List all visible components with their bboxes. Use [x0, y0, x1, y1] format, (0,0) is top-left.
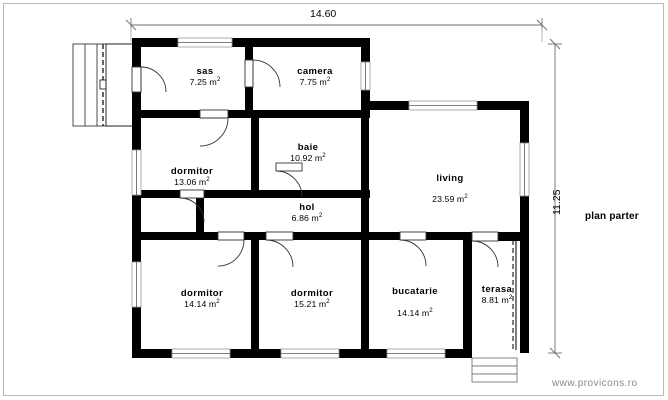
- wall-terasa-left: [463, 232, 472, 358]
- room-name: baie: [297, 142, 319, 153]
- wall-terasa-corner: [520, 344, 529, 353]
- wall-int-v-dorm3-buc: [361, 240, 369, 358]
- watermark-credit: www.provicons.ro: [552, 378, 638, 389]
- room-area: 6.86 m2: [291, 211, 323, 223]
- room-area: 14.14 m2: [397, 306, 433, 318]
- door-dormitor1-hol: [179, 189, 205, 199]
- wall-int-v-dormitor-baie: [251, 110, 259, 198]
- dimension-width-label: 14.60: [310, 8, 337, 20]
- room-name: hol: [299, 202, 315, 213]
- terrace-steps: [471, 357, 518, 383]
- room-area: 8.81 m2: [481, 293, 513, 305]
- wall-int-v-hol-left: [196, 190, 204, 240]
- room-area: 7.25 m2: [189, 75, 221, 87]
- door-sas-down: [199, 109, 229, 119]
- windows: [131, 37, 530, 359]
- porch-deck: [105, 43, 134, 127]
- door-living-terasa: [471, 231, 499, 242]
- room-name: dormitor: [290, 288, 334, 299]
- wall-right-exterior: [520, 101, 529, 353]
- dimension-height-label: 11.25: [551, 189, 563, 216]
- room-name: bucatarie: [392, 286, 438, 297]
- door-hol-dormitor3: [265, 231, 294, 241]
- door-baie: [275, 162, 303, 172]
- room-area: 10.92 m2: [290, 151, 326, 163]
- door-hol-dormitor2: [217, 231, 245, 241]
- wall-int-h-hol-top-b: [196, 190, 370, 198]
- room-name: terasa: [481, 284, 513, 295]
- dimension-lines: [125, 18, 562, 359]
- wall-int-v-dorm2-dorm3: [251, 240, 259, 358]
- room-area: 15.21 m2: [294, 297, 330, 309]
- door-living-bucatarie: [399, 231, 427, 241]
- room-name: camera: [297, 66, 333, 77]
- doors: [131, 59, 499, 268]
- room-label-living: living 23.59 m2: [390, 174, 510, 204]
- room-name: living: [436, 173, 464, 184]
- page-title: plan parter: [585, 211, 639, 222]
- room-name: sas: [196, 66, 214, 77]
- room-area: 7.75 m2: [299, 75, 331, 87]
- terrace-railing: [512, 240, 517, 350]
- room-label-bucatarie: bucatarie 14.14 m2: [355, 287, 475, 318]
- door-entrance-sas: [131, 66, 142, 93]
- wall-int-v-living-left: [361, 110, 369, 240]
- wall-int-h-hol-bottom: [132, 232, 472, 240]
- room-area: 14.14 m2: [184, 297, 220, 309]
- porch-post: [99, 79, 107, 90]
- room-area: 23.59 m2: [432, 192, 468, 204]
- room-area: 13.06 m2: [174, 175, 210, 187]
- room-name: dormitor: [170, 166, 214, 177]
- room-name: dormitor: [180, 288, 224, 299]
